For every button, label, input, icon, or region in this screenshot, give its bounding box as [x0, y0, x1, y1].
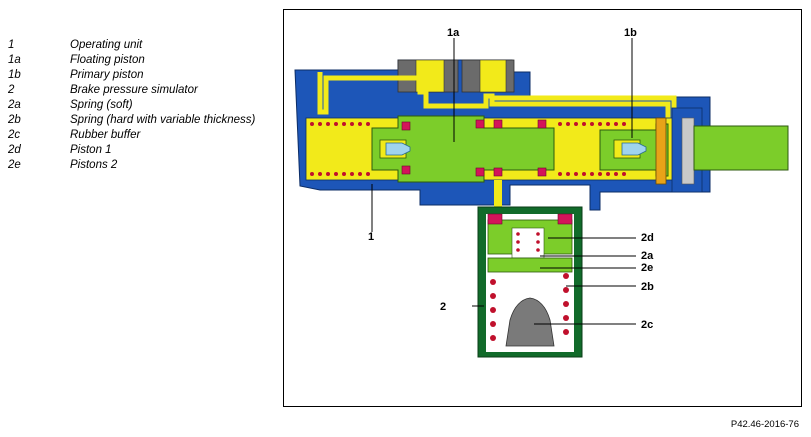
- legend-text: Primary piston: [70, 69, 144, 81]
- legend-text: Rubber buffer: [70, 129, 141, 141]
- label-2c: 2c: [641, 319, 653, 331]
- legend-text: Spring (soft): [70, 99, 133, 111]
- label-2: 2: [440, 301, 446, 313]
- legend-item: 2e Pistons 2: [8, 158, 268, 173]
- piston-1-seal-left: [487, 213, 503, 225]
- legend-item: 2 Brake pressure simulator: [8, 83, 268, 98]
- legend-key: 2b: [8, 114, 21, 126]
- push-rod-guide: [681, 117, 695, 185]
- label-1: 1: [368, 231, 374, 243]
- legend-item: 2b Spring (hard with variable thickness): [8, 113, 268, 128]
- legend-item: 2d Piston 1: [8, 143, 268, 158]
- push-rod-inner: [693, 125, 789, 171]
- legend-item: 1b Primary piston: [8, 68, 268, 83]
- legend-key: 1: [8, 39, 15, 51]
- left-spring: [310, 122, 370, 176]
- label-2b: 2b: [641, 281, 654, 293]
- floating-piston: [371, 115, 555, 183]
- legend-text: Floating piston: [70, 54, 145, 66]
- label-1b: 1b: [624, 27, 637, 39]
- outlet-channel: [494, 180, 502, 210]
- label-1a: 1a: [447, 27, 460, 39]
- legend-text: Spring (hard with variable thickness): [70, 114, 256, 126]
- legend-text: Brake pressure simulator: [70, 84, 198, 96]
- legend-item: 2a Spring (soft): [8, 98, 268, 113]
- piston-2: [487, 257, 573, 273]
- primary-piston-collar: [655, 117, 667, 185]
- label-2e: 2e: [641, 262, 653, 274]
- legend-text: Piston 1: [70, 144, 112, 156]
- right-spring: [558, 122, 626, 176]
- legend-item: 1 Operating unit: [8, 38, 268, 53]
- fitting-right-port: [479, 59, 507, 93]
- rubber-buffer: [505, 297, 555, 347]
- figure-reference: P42.46-2016-76: [730, 419, 799, 430]
- legend-key: 2: [8, 84, 15, 96]
- legend-text: Operating unit: [70, 39, 143, 51]
- legend-item: 2c Rubber buffer: [8, 128, 268, 143]
- legend-key: 2c: [8, 129, 21, 141]
- legend-key: 2d: [8, 144, 21, 156]
- legend-key: 1a: [8, 54, 21, 66]
- floating-piston-seals: [401, 119, 547, 177]
- legend-key: 2e: [8, 159, 21, 171]
- piston-1-seal-right: [557, 213, 573, 225]
- primary-piston-tip: [621, 142, 647, 156]
- legend-text: Pistons 2: [70, 159, 118, 171]
- legend-item: 1a Floating piston: [8, 53, 268, 68]
- legend-key: 2a: [8, 99, 21, 111]
- label-2a: 2a: [641, 250, 654, 262]
- legend: 1 Operating unit 1a Floating piston 1b P…: [8, 38, 268, 173]
- legend-key: 1b: [8, 69, 21, 81]
- hard-spring: [490, 273, 569, 341]
- soft-spring: [516, 232, 540, 252]
- leader-lines: [371, 38, 636, 325]
- floating-piston-tip: [385, 142, 411, 156]
- label-2d: 2d: [641, 232, 654, 244]
